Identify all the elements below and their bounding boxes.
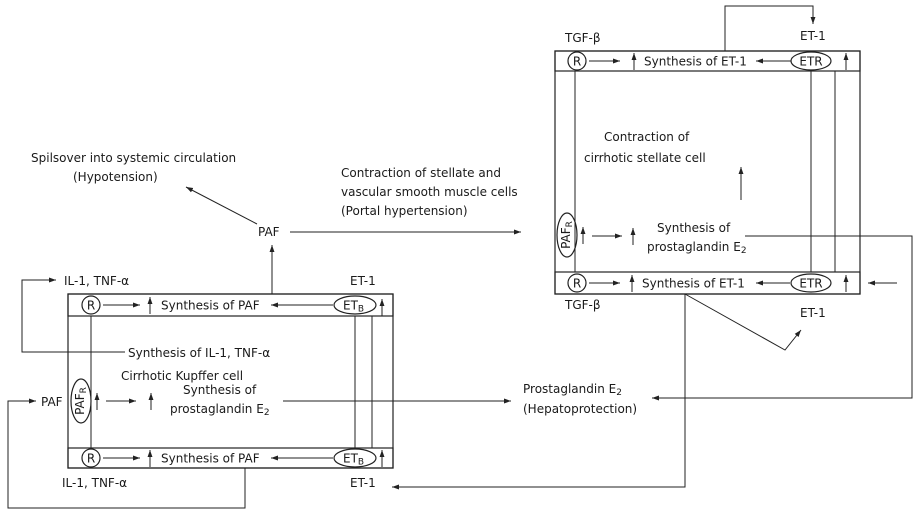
cirrhotic-kupffer-label: Cirrhotic Kupffer cell	[121, 369, 243, 383]
contraction-line1: Contraction of stellate and	[341, 166, 501, 180]
tgf-beta-bottom-label: TGF-β	[564, 298, 601, 312]
etr-receptor-stellate-bottom	[790, 273, 832, 293]
il1-feedback-arrow	[21, 277, 125, 353]
et1-release-arrow	[684, 293, 802, 351]
stellate-top-band	[554, 50, 861, 72]
paf-receptor-kupffer	[70, 378, 92, 424]
svg-text:PAFR: PAFR	[559, 221, 575, 249]
synthesis-of-label-kupffer: Synthesis of	[183, 383, 257, 397]
etb-receptor-label: ETB	[343, 452, 364, 468]
synthesis-et1-top: Synthesis of ET-1	[644, 55, 747, 69]
cirrhotic-stellate-label: cirrhotic stellate cell	[584, 151, 706, 165]
paf-left-label: PAF	[41, 395, 63, 409]
tgf-beta-top-label: TGF-β	[564, 31, 601, 45]
synthesis-et1-bottom: Synthesis of ET-1	[642, 277, 745, 291]
prostaglandin-label-kupffer: prostaglandin E2	[170, 402, 270, 418]
et1-kupffer-top-label: ET-1	[350, 274, 376, 288]
pge2-line1: Prostaglandin E2	[523, 382, 622, 398]
et1-stellate-top-label: ET-1	[800, 29, 826, 43]
il1-tnf-top-label: IL-1, TNF-α	[64, 274, 129, 288]
r-receptor-stellate-top	[567, 51, 587, 71]
etr-receptor-label: ETR	[799, 55, 822, 69]
paf-receptor-stellate	[556, 212, 578, 258]
pge2-stellate-arrow	[652, 235, 913, 401]
synthesis-of-label-stellate: Synthesis of	[657, 221, 731, 235]
contraction-line2: vascular smooth muscle cells	[341, 185, 518, 199]
pge2-line2: (Hepatoprotection)	[523, 402, 637, 416]
kupffer-cell: R Synthesis of PAF ETB R Synthesis of PA…	[67, 293, 394, 469]
kupffer-bottom-band	[67, 447, 394, 469]
il1-tnf-bottom-label: IL-1, TNF-α	[62, 476, 127, 490]
et1-autocrine-arrow	[724, 5, 816, 51]
et1-to-kupffer-arrow	[392, 294, 686, 490]
kupffer-top-band	[67, 293, 394, 317]
etr-receptor-label: ETR	[799, 277, 822, 291]
r-receptor-label: R	[573, 55, 581, 69]
r-receptor-stellate-bottom	[567, 273, 587, 293]
paf-feedback-arrow	[7, 398, 246, 509]
spillover-line2: (Hypotension)	[73, 170, 158, 184]
prostaglandin-label-stellate: prostaglandin E2	[647, 240, 747, 256]
r-receptor-label: R	[87, 452, 95, 466]
stellate-bottom-band	[554, 271, 861, 295]
paf-receptor-label: PAFR	[559, 221, 575, 249]
etb-receptor-kupffer-bottom	[333, 448, 377, 468]
r-receptor-kupffer-top	[81, 295, 101, 315]
synthesis-il1-tnf-label: Synthesis of IL-1, TNF-α	[128, 346, 270, 360]
et1-stellate-bottom-label: ET-1	[800, 306, 826, 320]
etb-receptor-kupffer-top	[333, 295, 377, 315]
spillover-arrow	[185, 186, 258, 225]
r-receptor-label: R	[87, 299, 95, 313]
contraction-line3: (Portal hypertension)	[341, 204, 468, 218]
et1-kupffer-bottom-label: ET-1	[350, 476, 376, 490]
etr-receptor-stellate-top	[790, 51, 832, 71]
paf-receptor-label: PAFR	[73, 387, 89, 415]
stellate-outer-box	[554, 50, 861, 295]
stellate-cell: R Synthesis of ET-1 ETR R Synthesis of E…	[554, 50, 861, 295]
spillover-line1: Spilsover into systemic circulation	[31, 151, 236, 165]
synthesis-paf-top: Synthesis of PAF	[161, 299, 260, 313]
svg-text:PAFR: PAFR	[73, 387, 89, 415]
etb-receptor-label: ETB	[343, 299, 364, 315]
contraction-of-label: Contraction of	[604, 130, 690, 144]
r-receptor-kupffer-bottom	[81, 448, 101, 468]
r-receptor-label: R	[573, 277, 581, 291]
synthesis-paf-bottom: Synthesis of PAF	[161, 452, 260, 466]
paf-center-label: PAF	[258, 225, 280, 239]
